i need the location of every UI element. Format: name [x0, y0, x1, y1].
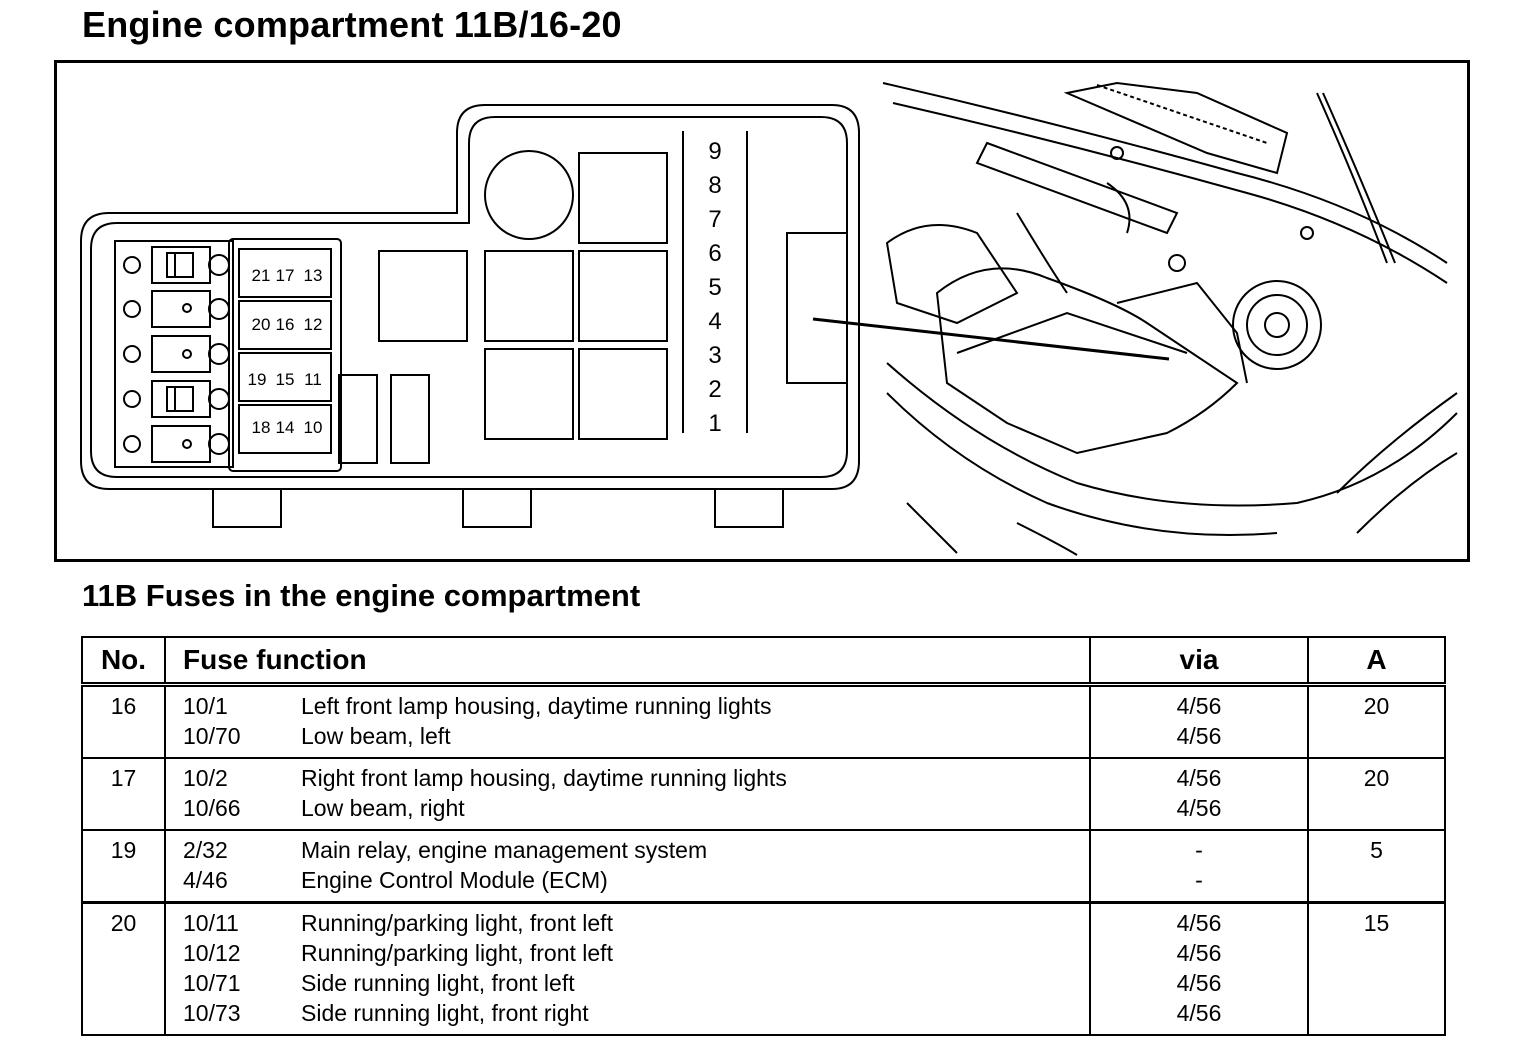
fuse-function: Low beam, right — [301, 795, 465, 821]
fuse-label: 18 — [252, 418, 271, 437]
table-row: 19 2/32 Main relay, engine management sys… — [81, 830, 1446, 903]
fuse-number: 19 — [110, 837, 137, 863]
fuse-via: 4/56 — [1176, 795, 1222, 821]
fuse-box-diagram: 21 17 13 20 16 12 19 15 11 18 14 10 9 8 … — [80, 81, 1458, 556]
fuse-number: 20 — [110, 910, 137, 936]
fuse-via: - — [1195, 837, 1203, 863]
fuse-function: Running/parking light, front left — [301, 910, 613, 936]
relay-number: 2 — [708, 376, 721, 403]
section-title: 11B Fuses in the engine compartment — [82, 578, 641, 613]
fuse-label: 17 — [276, 266, 295, 285]
relay-number: 4 — [708, 308, 721, 335]
fuse-via: 4/56 — [1176, 970, 1222, 996]
header-a: A — [1307, 636, 1446, 687]
fuse-table: No. Fuse function via A 16 10/1 Left fron… — [81, 636, 1446, 1036]
fuse-ref: 10/70 — [183, 723, 241, 749]
fuse-label: 13 — [304, 266, 323, 285]
fuse-ref: 10/12 — [183, 940, 241, 966]
fuse-label: 12 — [304, 315, 323, 334]
fuse-box-outline — [80, 104, 860, 490]
fuse-label: 11 — [304, 370, 322, 389]
engine-bay-illustration — [882, 81, 1458, 556]
fuse-amperage: 20 — [1363, 765, 1390, 791]
table-row: 16 10/1 Left front lamp housing, daytime … — [81, 684, 1446, 758]
fuse-via: 4/56 — [1176, 910, 1222, 936]
header-via: via — [1089, 636, 1309, 687]
fuse-ref: 10/11 — [183, 910, 239, 936]
relay-number: 1 — [708, 410, 721, 437]
header-function: Fuse function — [164, 636, 1091, 687]
fuse-function: Main relay, engine management system — [301, 837, 708, 863]
relay-number: 9 — [708, 138, 721, 165]
fuse-ref: 10/2 — [183, 765, 228, 791]
fuse-ref: 10/73 — [183, 1000, 241, 1026]
fuse-function: Engine Control Module (ECM) — [301, 867, 608, 893]
fuse-label: 10 — [304, 418, 323, 437]
fuse-ref: 4/46 — [183, 867, 228, 893]
fuse-box-figure: 21 17 13 20 16 12 19 15 11 18 14 10 9 8 … — [54, 60, 1470, 562]
fuse-number: 17 — [110, 765, 137, 791]
fuse-number: 16 — [110, 693, 137, 719]
header-no: No. — [81, 636, 166, 687]
fuse-ref: 10/66 — [183, 795, 241, 821]
fuse-amperage: 15 — [1363, 910, 1390, 936]
fuse-box-inner-outline — [90, 116, 848, 478]
fuse-via: 4/56 — [1176, 723, 1222, 749]
fuse-amperage: 20 — [1363, 693, 1390, 719]
table-row: 17 10/2 Right front lamp housing, daytime… — [81, 758, 1446, 830]
fuse-ref: 10/71 — [183, 970, 241, 996]
relay-number: 7 — [708, 206, 721, 233]
fuse-function: Side running light, front right — [301, 1000, 589, 1026]
fuse-via: - — [1195, 867, 1203, 893]
relay-number: 5 — [708, 274, 721, 301]
fuse-label: 16 — [276, 315, 295, 334]
fuse-function: Left front lamp housing, daytime running… — [301, 693, 772, 719]
fuse-function: Running/parking light, front left — [301, 940, 613, 966]
fuse-label: 14 — [276, 418, 295, 437]
fuse-function: Low beam, left — [301, 723, 451, 749]
fuse-label: 15 — [276, 370, 295, 389]
fuse-via: 4/56 — [1176, 693, 1222, 719]
fuse-function: Side running light, front left — [301, 970, 575, 996]
fuse-ref: 2/32 — [183, 837, 228, 863]
fuse-ref: 10/1 — [183, 693, 228, 719]
page-title: Engine compartment 11B/16-20 — [82, 4, 622, 45]
fuse-via: 4/56 — [1176, 1000, 1222, 1026]
table-header-row: No. Fuse function via A — [81, 636, 1446, 687]
fuse-function: Right front lamp housing, daytime runnin… — [301, 765, 787, 791]
fuse-amperage: 5 — [1370, 837, 1383, 863]
fuse-via: 4/56 — [1176, 765, 1222, 791]
relay-number: 3 — [708, 342, 721, 369]
fuse-label: 20 — [252, 315, 271, 334]
fuse-label: 19 — [248, 370, 267, 389]
fuse-label: 21 — [252, 266, 271, 285]
relay-number: 8 — [708, 172, 721, 199]
fuse-via: 4/56 — [1176, 940, 1222, 966]
relay-number: 6 — [708, 240, 721, 267]
